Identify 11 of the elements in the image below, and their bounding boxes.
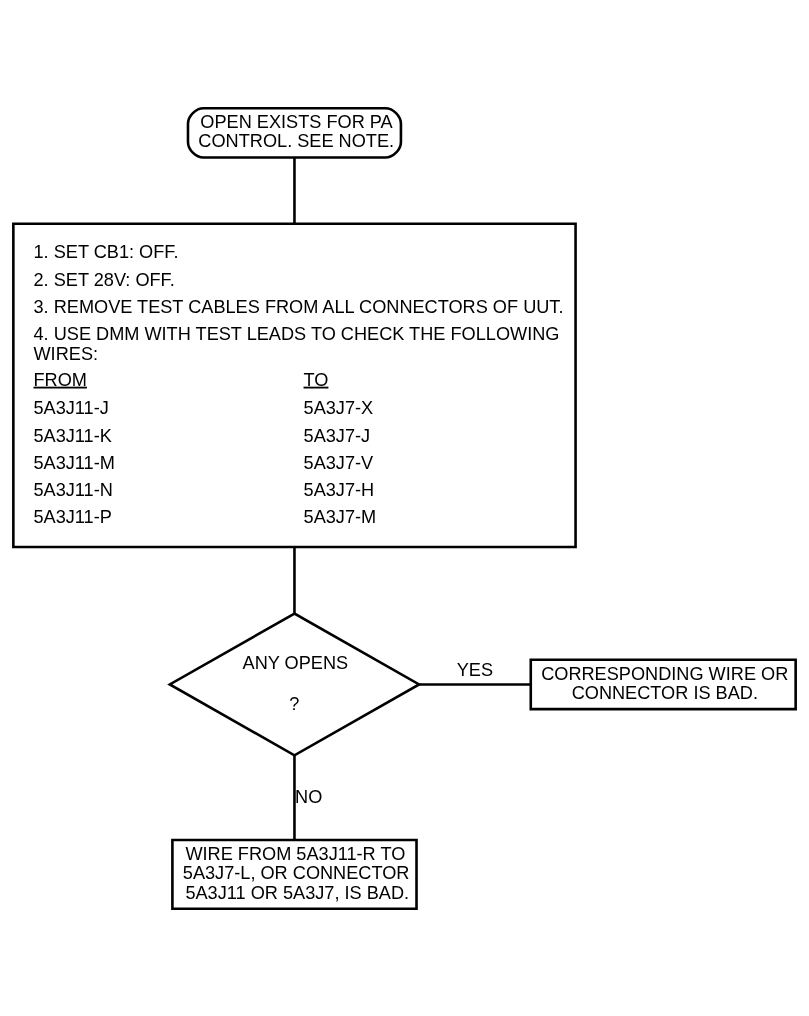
node-box: 1. SET CB1: OFF. 2. SET 28V: OFF. 3. REMOVE TEST CABLES FROM ALL CONNECTORS OF UUT. 4. USE DMM WITH TEST LEADS TO CHECK THE FOLLOWING WIRES: FROM TO 5A3J11-J 5A3J7-X 5A3J11-K 5A3J7-J 5A3J11-M 5A3J7-V 5A3J11-N 5A3J7-H 5A3J11-P 5A3J7-M xyxy=(12,221,577,548)
connector xyxy=(293,755,296,840)
connector xyxy=(293,157,296,223)
node-box: CORRESPONDING WIRE OR CONNECTOR IS BAD. xyxy=(529,657,797,710)
edge-label: YES xyxy=(456,659,494,680)
node-diamond: ANY OPENS ? xyxy=(167,611,422,757)
connector xyxy=(293,546,296,613)
node-box: WIRE FROM 5A3J11-R TO 5A3J7-L, OR CONNECTOR 5A3J11 OR 5A3J7, IS BAD. xyxy=(171,838,418,910)
edge-label: NO xyxy=(295,786,323,807)
connector xyxy=(419,682,531,686)
node-box: OPEN EXISTS FOR PA CONTROL. SEE NOTE. xyxy=(186,106,403,159)
